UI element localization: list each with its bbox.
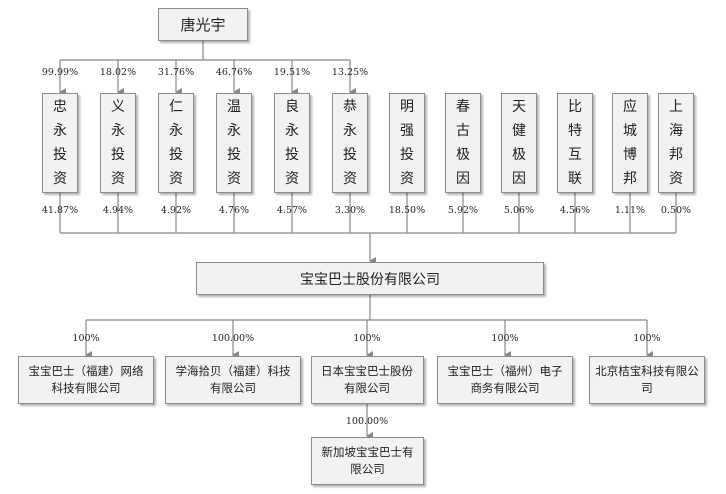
controller-stake-pct: 19.51% xyxy=(273,67,311,78)
shareholder-name: 温永投资 xyxy=(226,99,241,187)
company-stake-pct: 1.11% xyxy=(614,205,646,216)
shareholder-box: 天健极因 xyxy=(501,93,537,193)
controller-stake-pct: 13.25% xyxy=(331,67,369,78)
subsidiary-box: 日本宝宝巴士股份有限公司 xyxy=(310,356,424,404)
shareholder-box: 忠永投资 xyxy=(42,93,78,193)
shareholder-box: 仁永投资 xyxy=(158,93,194,193)
company-stake-pct: 41.87% xyxy=(41,205,79,216)
company-stake-pct: 5.06% xyxy=(503,205,535,216)
company-box: 宝宝巴士股份有限公司 xyxy=(196,262,544,295)
shareholder-name: 天健极因 xyxy=(511,99,526,187)
subsidiary-name: 北京桔宝科技有限公司 xyxy=(595,364,699,395)
shareholder-box: 上海邦资 xyxy=(658,93,694,193)
shareholder-name: 良永投资 xyxy=(284,99,299,187)
subsidiary-stake-pct: 100% xyxy=(633,333,661,344)
shareholder-name: 仁永投资 xyxy=(168,99,183,187)
shareholder-name: 比特互联 xyxy=(567,99,582,187)
subsidiary-name: 学海拾贝（福建）科技有限公司 xyxy=(175,364,291,395)
company-stake-pct: 0.50% xyxy=(660,205,692,216)
shareholder-box: 良永投资 xyxy=(274,93,310,193)
company-stake-pct: 4.92% xyxy=(160,205,192,216)
shareholder-name: 忠永投资 xyxy=(52,99,67,187)
controller-stake-pct: 46.76% xyxy=(215,67,253,78)
shareholder-box: 恭永投资 xyxy=(332,93,368,193)
subsidiary-box: 宝宝巴士（福州）电子商务有限公司 xyxy=(437,356,573,404)
controller-box: 唐光宇 xyxy=(158,8,248,41)
shareholder-name: 义永投资 xyxy=(110,99,125,187)
shareholder-name: 上海邦资 xyxy=(668,99,683,187)
controller-stake-pct: 31.76% xyxy=(157,67,195,78)
controller-stake-pct: 99.99% xyxy=(41,67,79,78)
subsidiary-box: 学海拾贝（福建）科技有限公司 xyxy=(165,356,301,404)
shareholder-box: 比特互联 xyxy=(557,93,593,193)
company-stake-pct: 4.56% xyxy=(559,205,591,216)
company-stake-pct: 3.30% xyxy=(334,205,366,216)
sub-subsidiary-stake-pct: 100.00% xyxy=(345,416,389,427)
shareholder-box: 应城博邦 xyxy=(612,93,648,193)
company-stake-pct: 5.92% xyxy=(447,205,479,216)
sub-subsidiary-box: 新加坡宝宝巴士有限公司 xyxy=(311,437,424,485)
subsidiary-name: 宝宝巴士（福州）电子商务有限公司 xyxy=(447,364,563,395)
shareholder-name: 春古极因 xyxy=(455,99,470,187)
shareholder-box: 春古极因 xyxy=(445,93,481,193)
subsidiary-stake-pct: 100% xyxy=(353,333,381,344)
company-stake-pct: 4.76% xyxy=(218,205,250,216)
shareholder-box: 义永投资 xyxy=(100,93,136,193)
company-stake-pct: 18.50% xyxy=(388,205,426,216)
subsidiary-stake-pct: 100% xyxy=(72,333,100,344)
shareholder-name: 恭永投资 xyxy=(342,99,357,187)
controller-stake-pct: 18.02% xyxy=(99,67,137,78)
company-name: 宝宝巴士股份有限公司 xyxy=(300,271,440,288)
company-stake-pct: 4.94% xyxy=(102,205,134,216)
subsidiary-stake-pct: 100% xyxy=(491,333,519,344)
controller-name: 唐光宇 xyxy=(180,16,226,34)
shareholder-box: 明强投资 xyxy=(389,93,425,193)
subsidiary-stake-pct: 100.00% xyxy=(211,333,255,344)
shareholder-name: 明强投资 xyxy=(399,99,414,187)
company-stake-pct: 4.57% xyxy=(276,205,308,216)
subsidiary-name: 宝宝巴士（福建）网络科技有限公司 xyxy=(28,364,144,395)
subsidiary-box: 北京桔宝科技有限公司 xyxy=(589,356,705,404)
sub-subsidiary-name: 新加坡宝宝巴士有限公司 xyxy=(321,445,414,476)
subsidiary-box: 宝宝巴士（福建）网络科技有限公司 xyxy=(18,356,154,404)
subsidiary-name: 日本宝宝巴士股份有限公司 xyxy=(321,364,413,395)
shareholder-box: 温永投资 xyxy=(216,93,252,193)
shareholder-name: 应城博邦 xyxy=(622,99,637,187)
